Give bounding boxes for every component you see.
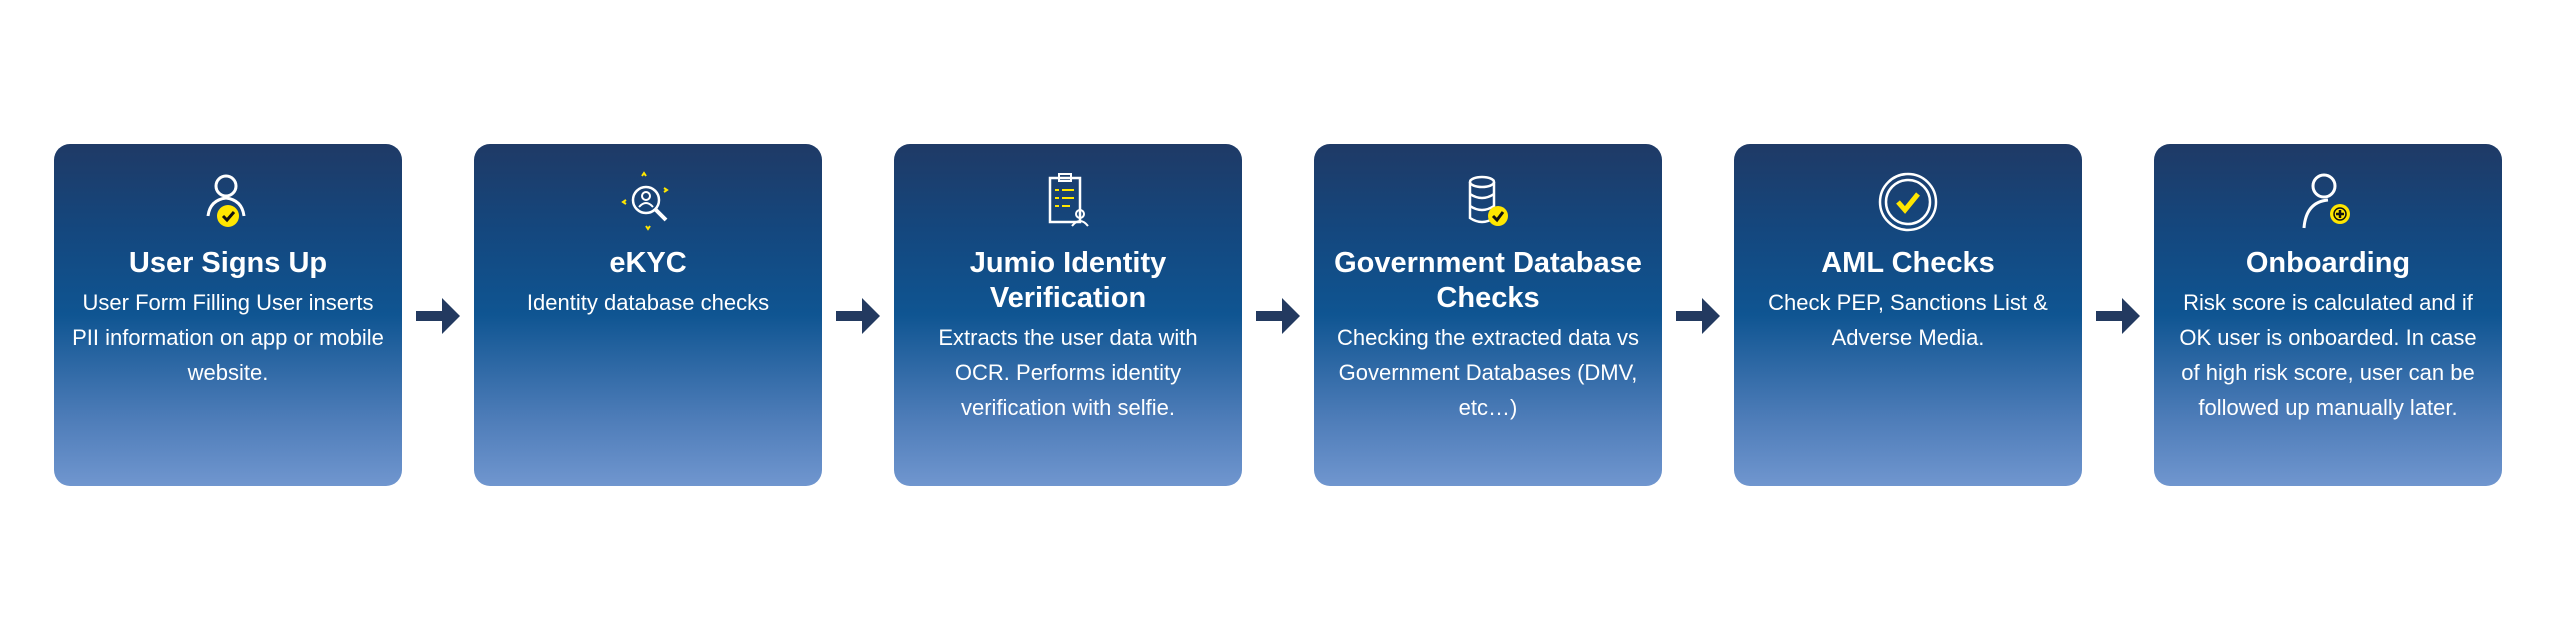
step-title: AML Checks bbox=[1821, 247, 1995, 279]
arrow-right-icon bbox=[836, 298, 880, 334]
clipboard-user-icon bbox=[1048, 173, 1089, 227]
arrow-right-icon bbox=[1256, 298, 1300, 334]
user-check-icon bbox=[206, 174, 246, 227]
step-description: Risk score is calculated and if OK user … bbox=[2179, 290, 2477, 420]
step-description: Checking the extracted data vs Governmen… bbox=[1336, 325, 1640, 420]
step-description: Check PEP, Sanctions List & Adverse Medi… bbox=[1768, 290, 2048, 350]
step-card-jumio: Jumio Identity Verification Extracts the… bbox=[894, 144, 1242, 486]
step-description: User Form Filling User inserts PII infor… bbox=[72, 290, 384, 385]
database-check-icon bbox=[1468, 175, 1508, 226]
identity-search-icon bbox=[621, 171, 669, 231]
step-description: Identity database checks bbox=[526, 290, 770, 315]
step-title: Onboarding bbox=[2245, 247, 2411, 279]
step-title: eKYC bbox=[609, 247, 687, 279]
step-card-aml-checks: AML Checks Check PEP, Sanctions List & A… bbox=[1734, 144, 2082, 486]
badge-check-icon bbox=[1878, 172, 1938, 232]
step-title: User Signs Up bbox=[128, 247, 328, 279]
step-card-onboarding: Onboarding Risk score is calculated and … bbox=[2154, 144, 2502, 486]
user-add-icon bbox=[2302, 173, 2350, 229]
arrow-right-icon bbox=[1676, 298, 1720, 334]
step-card-ekyc: eKYC Identity database checks bbox=[474, 144, 822, 486]
step-title: Government Database Checks bbox=[1334, 247, 1642, 314]
step-description: Extracts the user data with OCR. Perform… bbox=[938, 325, 1198, 420]
arrow-right-icon bbox=[416, 298, 460, 334]
arrow-right-icon bbox=[2096, 298, 2140, 334]
step-title: Jumio Identity Verification bbox=[969, 247, 1167, 314]
step-card-government-database: Government Database Checks Checking the … bbox=[1314, 144, 1662, 486]
step-card-user-signs-up: User Signs Up User Form Filling User ins… bbox=[54, 144, 402, 486]
